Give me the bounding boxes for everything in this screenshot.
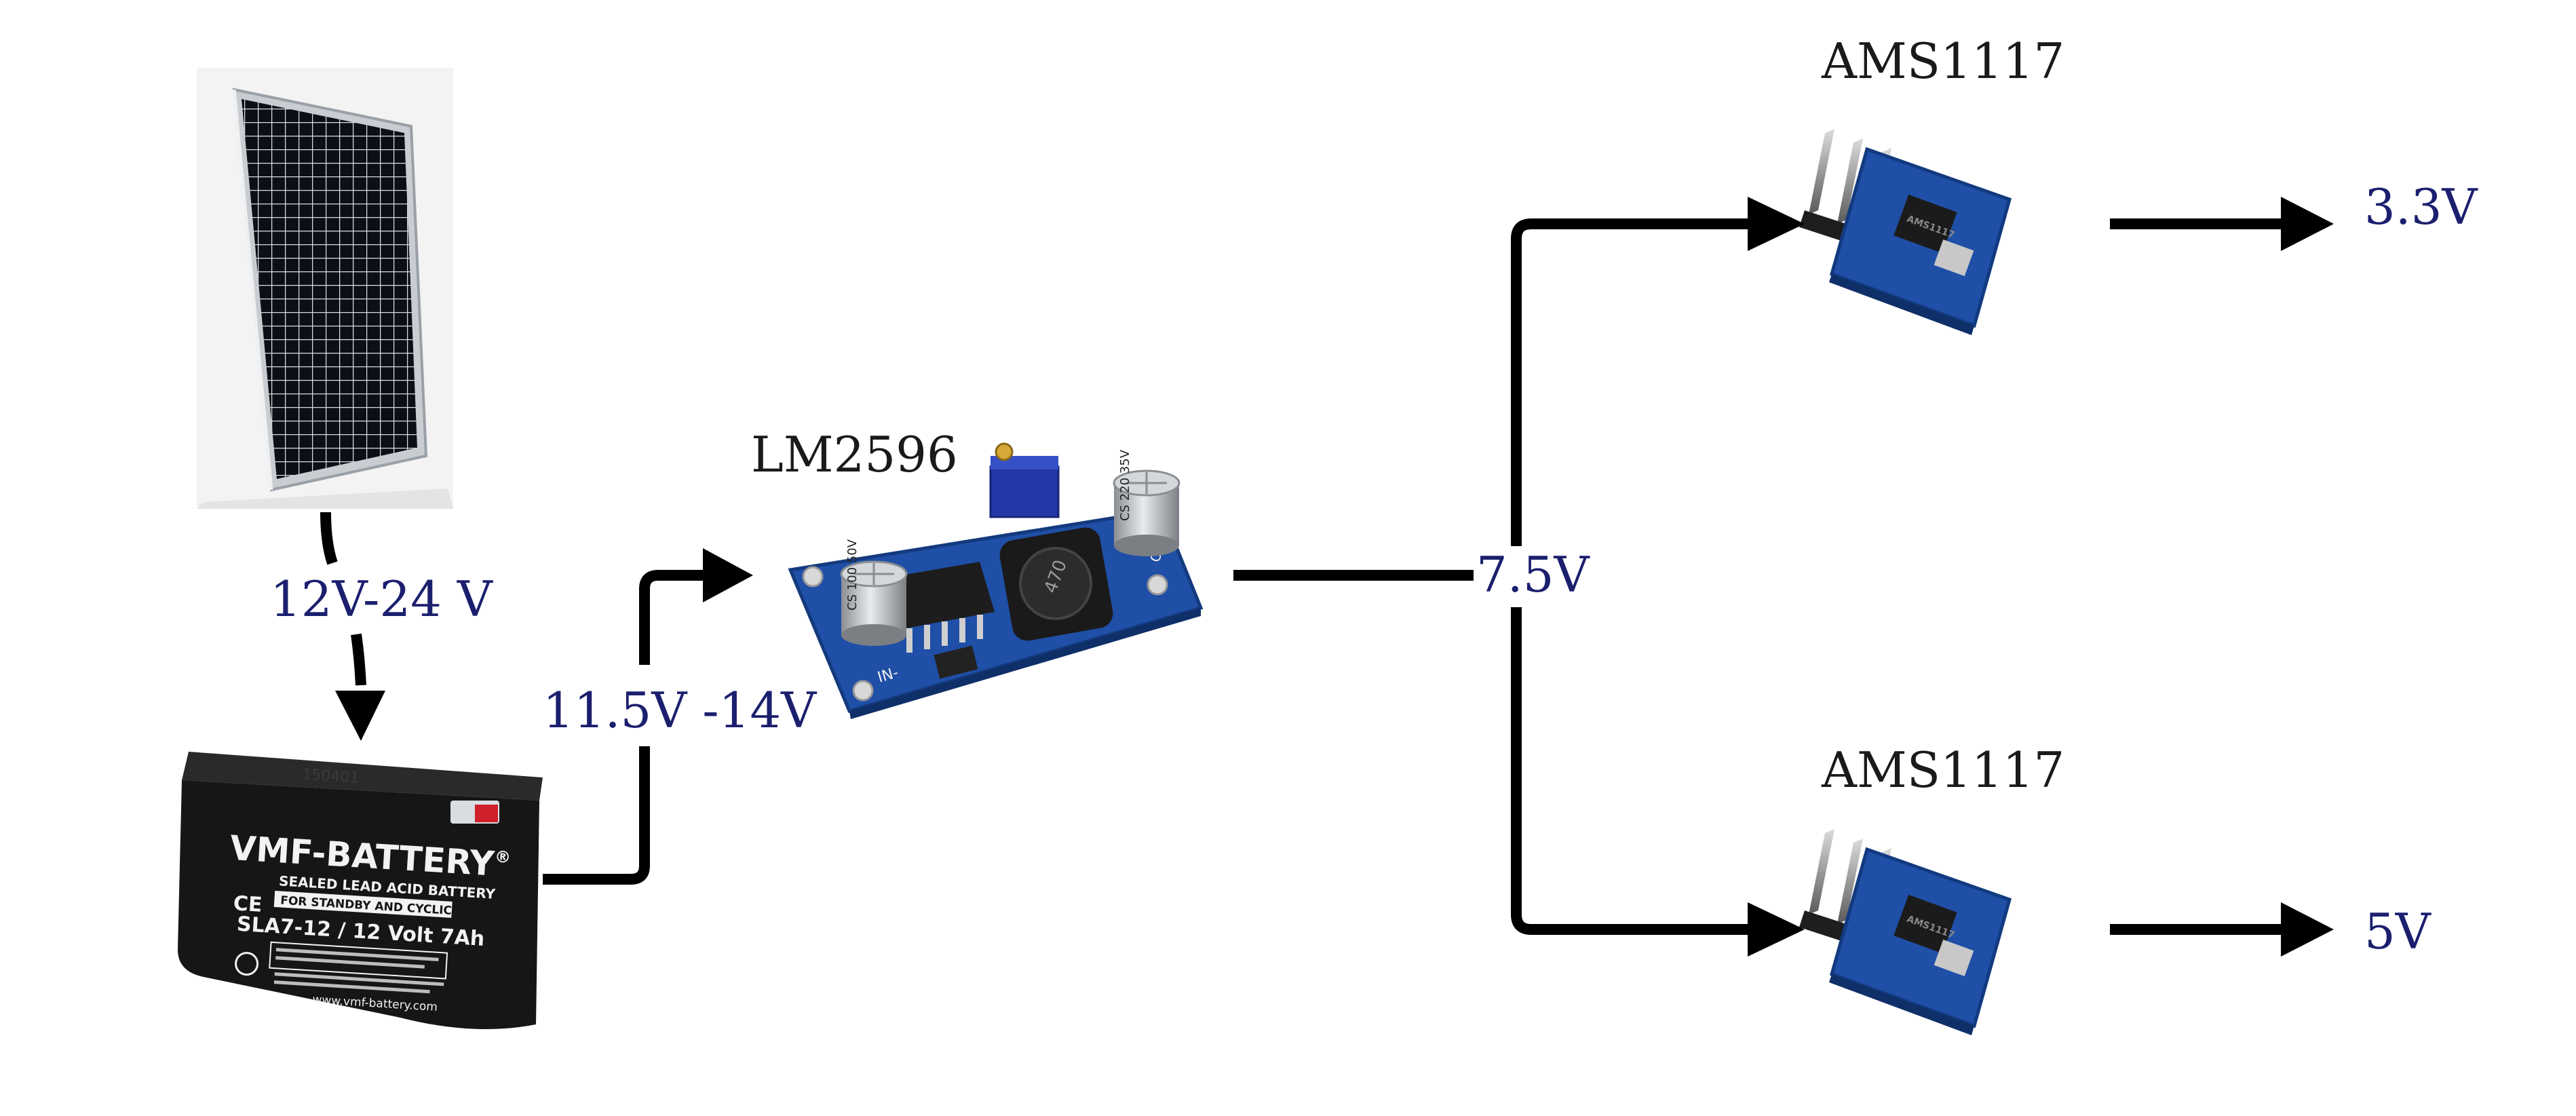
- voltage-solar-output: 12V-24 V: [270, 571, 494, 628]
- buck-ic-pins: [906, 615, 983, 653]
- regulator-top-ic: [1893, 194, 1957, 254]
- regulator-top-label: AMS1117: [1821, 33, 2064, 90]
- regulator-bottom-tab: [1934, 939, 1974, 977]
- battery-recycle-icon: [235, 952, 259, 976]
- buck-pcb-edge: [849, 608, 1201, 719]
- solar-panel-shadow: [197, 488, 453, 509]
- potentiometer-screw: [995, 442, 1014, 461]
- buck-ic: [894, 562, 995, 628]
- voltage-regulator-bottom-output: 5V: [2364, 903, 2432, 960]
- buck-output-capacitor-marking: CS 220 35V: [1118, 449, 1132, 521]
- battery: 150401 VMF-BATTERY® SEALED LEAD ACID BAT…: [178, 752, 543, 1030]
- regulator-bottom-ic: [1893, 894, 1957, 954]
- solar-panel-cells: [242, 99, 417, 479]
- battery-info-line-1: [275, 948, 439, 961]
- wire-battery-to-buck: [543, 548, 753, 885]
- voltage-battery-output: 11.5V -14V: [543, 682, 818, 739]
- battery-ce-mark: CE: [233, 891, 263, 917]
- regulator-top-pcb-edge: [1829, 274, 1974, 335]
- battery-top-face: [182, 752, 543, 801]
- battery-info-line-4: [273, 980, 430, 994]
- regulator-bottom-label: AMS1117: [1821, 742, 2064, 798]
- regulator-top-tab: [1934, 239, 1974, 277]
- solar-panel-edge-highlight: [232, 89, 273, 490]
- arrow-head-to-battery: [335, 691, 385, 741]
- buck-input-capacitor-marking: CS 100 50V: [845, 539, 860, 611]
- battery-use-line-bar: [273, 890, 453, 918]
- buck-converter-label: LM2596: [751, 426, 958, 483]
- buck-converter-module: IN- OUT 470 CS 100 50V C: [788, 442, 1204, 719]
- buck-diode: [934, 645, 978, 679]
- buck-input-capacitor: CS 100 50V: [840, 539, 908, 646]
- mounting-hole-1: [802, 566, 824, 588]
- wire-regulator-bottom-output: [2110, 902, 2334, 957]
- buck-inductor-core: [1019, 547, 1092, 620]
- solar-panel: [197, 68, 453, 509]
- wire-buck-to-branch: [1233, 197, 1805, 957]
- buck-output-capacitor: CS 220 35V: [1113, 449, 1180, 556]
- voltage-regulator-top-output: 3.3V: [2364, 178, 2479, 235]
- battery-terminal-red: [475, 805, 498, 822]
- battery-stamp: 150401: [302, 766, 360, 787]
- regulator-top-module: AMS1117: [1799, 129, 2012, 335]
- arrow-head-to-regulator-top: [1748, 197, 1805, 251]
- wire-solar-to-battery: [320, 512, 385, 741]
- wire-regulator-top-output: [2110, 197, 2334, 251]
- arrow-head-top-output: [2281, 197, 2334, 251]
- arrow-head-bottom-output: [2281, 902, 2334, 957]
- regulator-bottom-pcb-edge: [1829, 974, 1974, 1035]
- arrow-head-to-regulator-bottom: [1748, 902, 1805, 957]
- mounting-hole-3: [1147, 574, 1168, 596]
- battery-info-line-3: [274, 972, 444, 986]
- arrow-head-to-buck: [703, 548, 753, 602]
- buck-potentiometer: [989, 442, 1060, 518]
- voltage-buck-output: 7.5V: [1476, 546, 1591, 603]
- battery-info-line-2: [275, 956, 425, 969]
- battery-warning-box: [269, 941, 448, 980]
- mounting-hole-2: [852, 680, 874, 701]
- regulator-bottom-module: AMS1117: [1799, 829, 2012, 1035]
